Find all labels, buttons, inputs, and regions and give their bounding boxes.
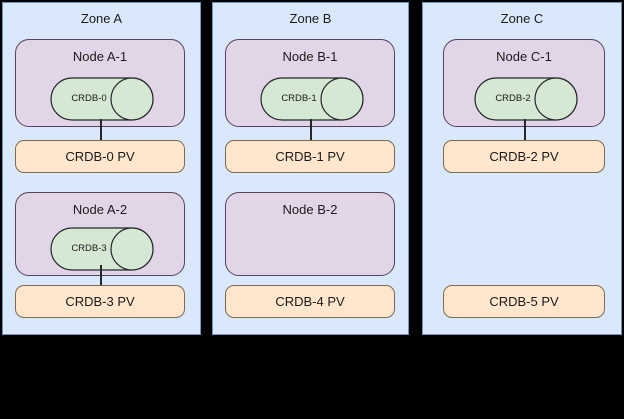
database-crdb-1[interactable]: CRDB-1	[260, 77, 364, 121]
zone-b-title: Zone B	[289, 11, 332, 26]
database-crdb-3[interactable]: CRDB-3	[50, 227, 154, 271]
volume-crdb-2-pv[interactable]: CRDB-2 PV	[443, 140, 605, 173]
database-crdb-1-label: CRDB-1	[281, 93, 317, 104]
node-b-1-title: Node B-1	[282, 49, 338, 64]
node-a-1-title: Node A-1	[72, 49, 128, 64]
volume-crdb-3-pv[interactable]: CRDB-3 PV	[15, 285, 185, 318]
zone-b[interactable]: Zone B Node B-1 CRDB-1 CRDB-1 PV Node B-…	[212, 2, 409, 335]
node-c-1-title: Node C-1	[496, 49, 552, 64]
volume-crdb-5-pv-label: CRDB-5 PV	[489, 293, 559, 309]
volume-crdb-5-pv[interactable]: CRDB-5 PV	[443, 285, 605, 318]
node-b-2[interactable]: Node B-2	[225, 192, 395, 276]
connector-crdb-3	[100, 265, 102, 286]
node-b-2-title: Node B-2	[282, 202, 338, 217]
zone-a[interactable]: Zone A Node A-1 CRDB-0 CRDB-0 PV Node A-…	[2, 2, 201, 335]
connector-crdb-1	[310, 119, 312, 141]
volume-crdb-1-pv[interactable]: CRDB-1 PV	[225, 140, 395, 173]
volume-crdb-4-pv[interactable]: CRDB-4 PV	[225, 285, 395, 318]
volume-crdb-2-pv-label: CRDB-2 PV	[489, 148, 559, 164]
zone-c[interactable]: Zone C Node C-1 CRDB-2 CRDB-2 PV CRDB-5 …	[422, 2, 622, 335]
cylinder-shape	[474, 77, 578, 121]
node-a-1[interactable]: Node A-1 CRDB-0	[15, 39, 185, 127]
zone-a-title: Zone A	[80, 11, 123, 26]
node-a-2[interactable]: Node A-2 CRDB-3	[15, 192, 185, 276]
node-a-2-title: Node A-2	[72, 202, 128, 217]
database-crdb-0-label: CRDB-0	[71, 93, 107, 104]
database-crdb-0[interactable]: CRDB-0	[50, 77, 154, 121]
volume-crdb-3-pv-label: CRDB-3 PV	[65, 293, 135, 309]
volume-crdb-4-pv-label: CRDB-4 PV	[275, 293, 345, 309]
cylinder-shape	[260, 77, 364, 121]
database-crdb-2[interactable]: CRDB-2	[474, 77, 578, 121]
node-c-1[interactable]: Node C-1 CRDB-2	[443, 39, 605, 127]
volume-crdb-0-pv-label: CRDB-0 PV	[65, 148, 135, 164]
connector-crdb-2	[524, 119, 526, 141]
cylinder-shape	[50, 227, 154, 271]
zone-c-title: Zone C	[500, 11, 544, 26]
database-crdb-3-label: CRDB-3	[71, 243, 107, 254]
node-b-1[interactable]: Node B-1 CRDB-1	[225, 39, 395, 127]
cylinder-shape	[50, 77, 154, 121]
connector-crdb-0	[100, 119, 102, 141]
database-crdb-2-label: CRDB-2	[495, 93, 531, 104]
volume-crdb-0-pv[interactable]: CRDB-0 PV	[15, 140, 185, 173]
volume-crdb-1-pv-label: CRDB-1 PV	[275, 148, 345, 164]
